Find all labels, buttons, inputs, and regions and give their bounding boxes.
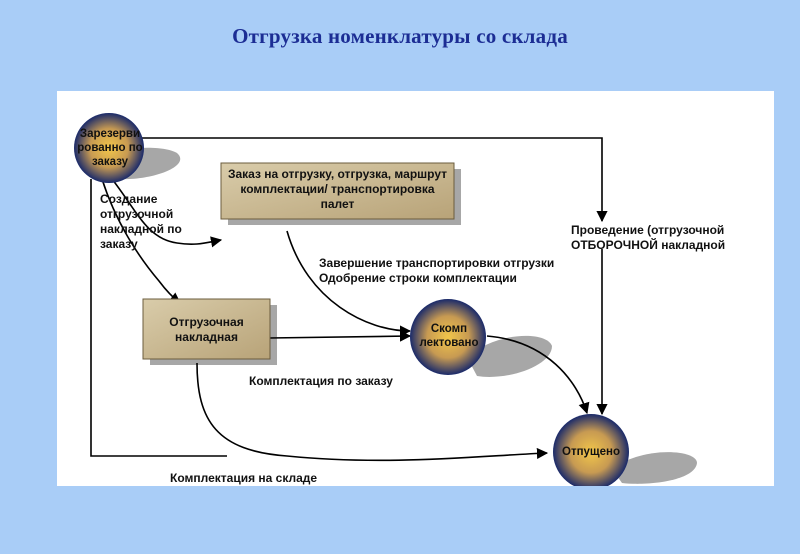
released-node xyxy=(553,414,629,486)
shipping-order-box xyxy=(220,162,455,220)
edges xyxy=(90,137,608,462)
slide-title: Отгрузка номенклатуры со склада xyxy=(232,24,568,48)
shipping-order-label: Заказ на отгрузку, отгрузка, маршрут ком… xyxy=(227,167,448,211)
edge-complected-to-released xyxy=(486,335,590,415)
create-invoice-label: Создание отгрузочной накладной по заказу xyxy=(100,192,182,251)
pick-by-order-label: Комплектация по заказу xyxy=(249,374,393,388)
reserved-node xyxy=(74,113,144,183)
edge-reserved-to-shipping-order xyxy=(111,178,223,248)
complected-node-label: Скомп лектовано xyxy=(419,323,479,349)
shipping-invoice-label: Отгрузочная накладная xyxy=(169,315,244,344)
pick-in-warehouse-label: Комплектация на складе xyxy=(170,471,318,485)
complected-node-shadow xyxy=(467,335,552,377)
edge-reserved-down xyxy=(90,179,227,457)
edge-invoice-to-released xyxy=(196,362,549,462)
released-node-shadow xyxy=(612,452,697,484)
edge-reserved-to-invoice xyxy=(101,178,181,304)
edge-invoice-to-complected xyxy=(268,330,412,342)
edge-reserved-to-posting xyxy=(135,137,608,223)
flow-diagram xyxy=(74,113,697,486)
released-node-label: Отпущено xyxy=(562,446,620,458)
finish-transport-label: Завершение транспортировки отгрузки Одоб… xyxy=(319,256,555,285)
complected-node xyxy=(410,299,486,375)
edge-shipping-order-to-complected xyxy=(286,230,412,337)
diagram-panel: Заказ на отгрузку, отгрузка, маршрут ком… xyxy=(57,91,774,486)
posting-label: Проведение (отгрузочной ОТБОРОЧНОЙ накла… xyxy=(571,223,726,252)
shipping-invoice-box xyxy=(142,298,271,360)
reserved-node-label: Зарезерви рованно по заказу xyxy=(77,128,143,168)
